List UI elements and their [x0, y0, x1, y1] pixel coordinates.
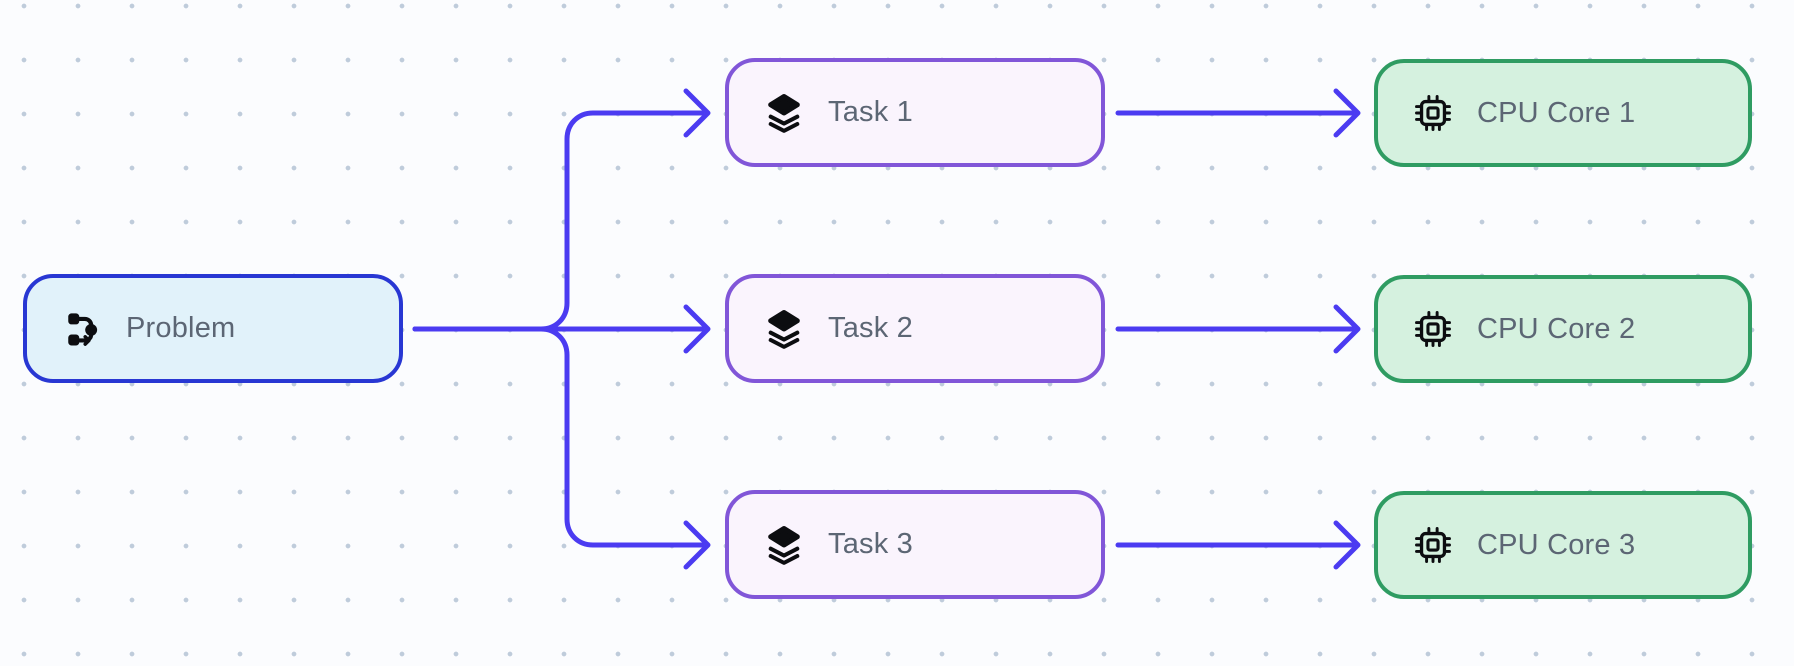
edge-task1-cpu1[interactable] [1115, 88, 1361, 138]
arrowhead-icon [683, 88, 711, 138]
node-cpu2[interactable]: CPU Core 2 [1374, 275, 1752, 383]
node-task1[interactable]: Task 1 [725, 58, 1105, 167]
node-cpu2-label: CPU Core 2 [1477, 312, 1636, 345]
node-problem-label: Problem [126, 312, 236, 344]
edge-task3-cpu3[interactable] [1115, 520, 1361, 570]
node-task2[interactable]: Task 2 [725, 274, 1105, 383]
node-cpu1-label: CPU Core 1 [1477, 96, 1636, 129]
layers-icon [762, 307, 806, 351]
edge-problem-task3[interactable] [412, 326, 711, 570]
layers-icon [762, 91, 806, 135]
node-cpu3-label: CPU Core 3 [1477, 528, 1636, 561]
arrowhead-icon [683, 304, 711, 354]
cpu-icon [1411, 307, 1455, 351]
layers-icon [762, 523, 806, 567]
flow-branch-icon [60, 307, 104, 351]
cpu-icon [1411, 91, 1455, 135]
node-cpu3[interactable]: CPU Core 3 [1374, 491, 1752, 599]
edge-problem-task1[interactable] [412, 88, 711, 332]
node-task3[interactable]: Task 3 [725, 490, 1105, 599]
node-task3-label: Task 3 [828, 528, 914, 560]
arrowhead-icon [683, 520, 711, 570]
edge-task2-cpu2[interactable] [1115, 304, 1361, 354]
node-task2-label: Task 2 [828, 312, 914, 344]
arrowhead-icon [1333, 88, 1361, 138]
node-cpu1[interactable]: CPU Core 1 [1374, 59, 1752, 167]
arrowhead-icon [1333, 520, 1361, 570]
node-task1-label: Task 1 [828, 96, 914, 128]
arrowhead-icon [1333, 304, 1361, 354]
node-problem[interactable]: Problem [23, 274, 403, 383]
cpu-icon [1411, 523, 1455, 567]
